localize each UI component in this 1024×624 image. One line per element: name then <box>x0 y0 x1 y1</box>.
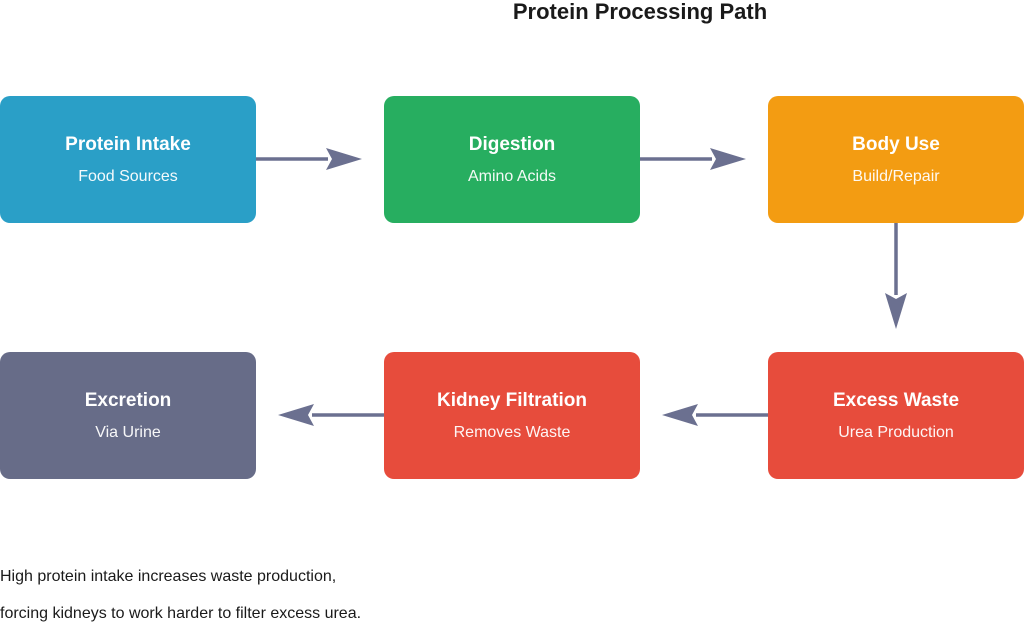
node-subtitle: Build/Repair <box>852 168 940 185</box>
node-title: Excess Waste <box>832 390 960 411</box>
node-subtitle: Via Urine <box>95 424 161 441</box>
note-line-1: High protein intake increases waste prod… <box>0 568 337 585</box>
node-title: Digestion <box>468 134 556 155</box>
node-subtitle: Urea Production <box>838 424 954 441</box>
node-title: Excretion <box>84 390 172 411</box>
node-digestion: Digestion Amino Acids <box>384 96 640 223</box>
arrow-head <box>710 148 746 170</box>
arrow-head <box>326 148 362 170</box>
diagram-title: Protein Processing Path <box>512 0 768 24</box>
note-line-2: forcing kidneys to work harder to filter… <box>0 605 362 622</box>
node-excess-waste: Excess Waste Urea Production <box>768 352 1024 479</box>
node-excretion: Excretion Via Urine <box>0 352 256 479</box>
node-body-use: Body Use Build/Repair <box>768 96 1024 223</box>
arrow-head <box>662 404 698 426</box>
arrow-head <box>885 293 907 329</box>
node-subtitle: Removes Waste <box>453 424 571 441</box>
node-protein-intake: Protein Intake Food Sources <box>0 96 256 223</box>
node-title: Protein Intake <box>65 134 191 155</box>
node-kidney-filtration: Kidney Filtration Removes Waste <box>384 352 640 479</box>
arrow-head <box>278 404 314 426</box>
node-subtitle: Amino Acids <box>467 168 557 185</box>
node-title: Body Use <box>852 134 940 155</box>
arrow-intake-to-digestion <box>256 148 362 170</box>
node-subtitle: Food Sources <box>78 168 178 185</box>
arrow-digestion-to-body-use <box>640 148 746 170</box>
arrow-excess-waste-to-kidney <box>662 404 768 426</box>
arrow-body-use-to-excess-waste <box>885 223 907 329</box>
node-title: Kidney Filtration <box>437 390 587 411</box>
arrow-kidney-to-excretion <box>278 404 384 426</box>
